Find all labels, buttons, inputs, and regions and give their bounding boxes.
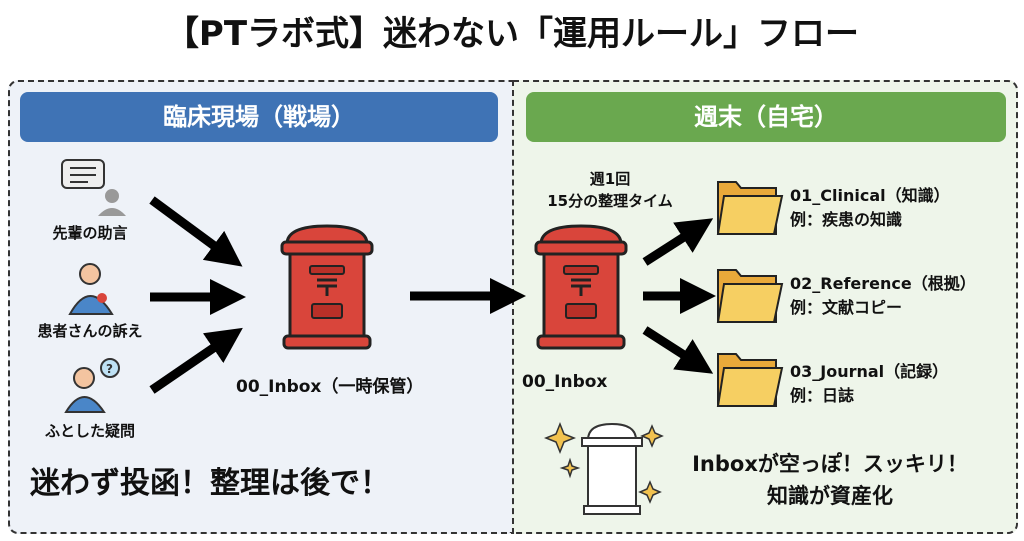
clinical-header: 臨床現場（戦場） — [20, 92, 498, 142]
folder-example: 例：日誌 — [790, 386, 855, 405]
journal-folder-icon — [717, 353, 783, 407]
empty-postbox-icon — [581, 422, 643, 515]
folder-clinical: 01_Clinical（知識） 例：疾患の知識 — [790, 182, 950, 230]
input-arrows — [149, 196, 716, 394]
slogan: 迷わず投函！整理は後で！ — [30, 466, 390, 501]
folder-name: 03_Journal（記録） — [790, 362, 949, 381]
advice-speech-icon — [61, 159, 126, 216]
patient-pain-icon — [68, 263, 114, 315]
source-label: 患者さんの訴え — [37, 322, 143, 340]
schedule-text: 15分の整理タイム — [547, 192, 673, 210]
reference-folder-icon — [717, 269, 783, 323]
page-title: 【PTラボ式】迷わない「運用ルール」フロー — [164, 14, 860, 54]
result-line: Inboxが空っぽ！スッキリ！ — [692, 452, 968, 476]
folder-reference: 02_Reference（根拠） 例：文献コピー — [790, 270, 976, 318]
inbox-label: 00_Inbox（一時保管） — [236, 377, 424, 397]
sparkle-icons — [543, 421, 664, 504]
schedule-text: 週1回 — [589, 170, 631, 188]
source-label: 先輩の助言 — [52, 224, 128, 242]
svg-text:?: ? — [106, 362, 113, 376]
result-text: Inboxが空っぽ！スッキリ！ 知識が資産化 — [660, 448, 1000, 512]
folder-example: 例：文献コピー — [790, 298, 903, 317]
source-label: ふとした疑問 — [44, 422, 135, 440]
folder-name: 01_Clinical（知識） — [790, 186, 950, 205]
clinical-folder-icon — [717, 181, 783, 235]
folder-journal: 03_Journal（記録） 例：日誌 — [790, 358, 948, 406]
inbox-label: 00_Inbox — [522, 372, 608, 392]
question-person-icon: ? — [64, 358, 120, 413]
postbox-icon — [534, 224, 628, 350]
folder-name: 02_Reference（根拠） — [790, 274, 976, 293]
home-header: 週末（自宅） — [526, 92, 1006, 142]
postbox-icon — [280, 224, 374, 350]
result-line: 知識が資産化 — [767, 484, 893, 508]
folder-example: 例：疾患の知識 — [790, 210, 903, 229]
